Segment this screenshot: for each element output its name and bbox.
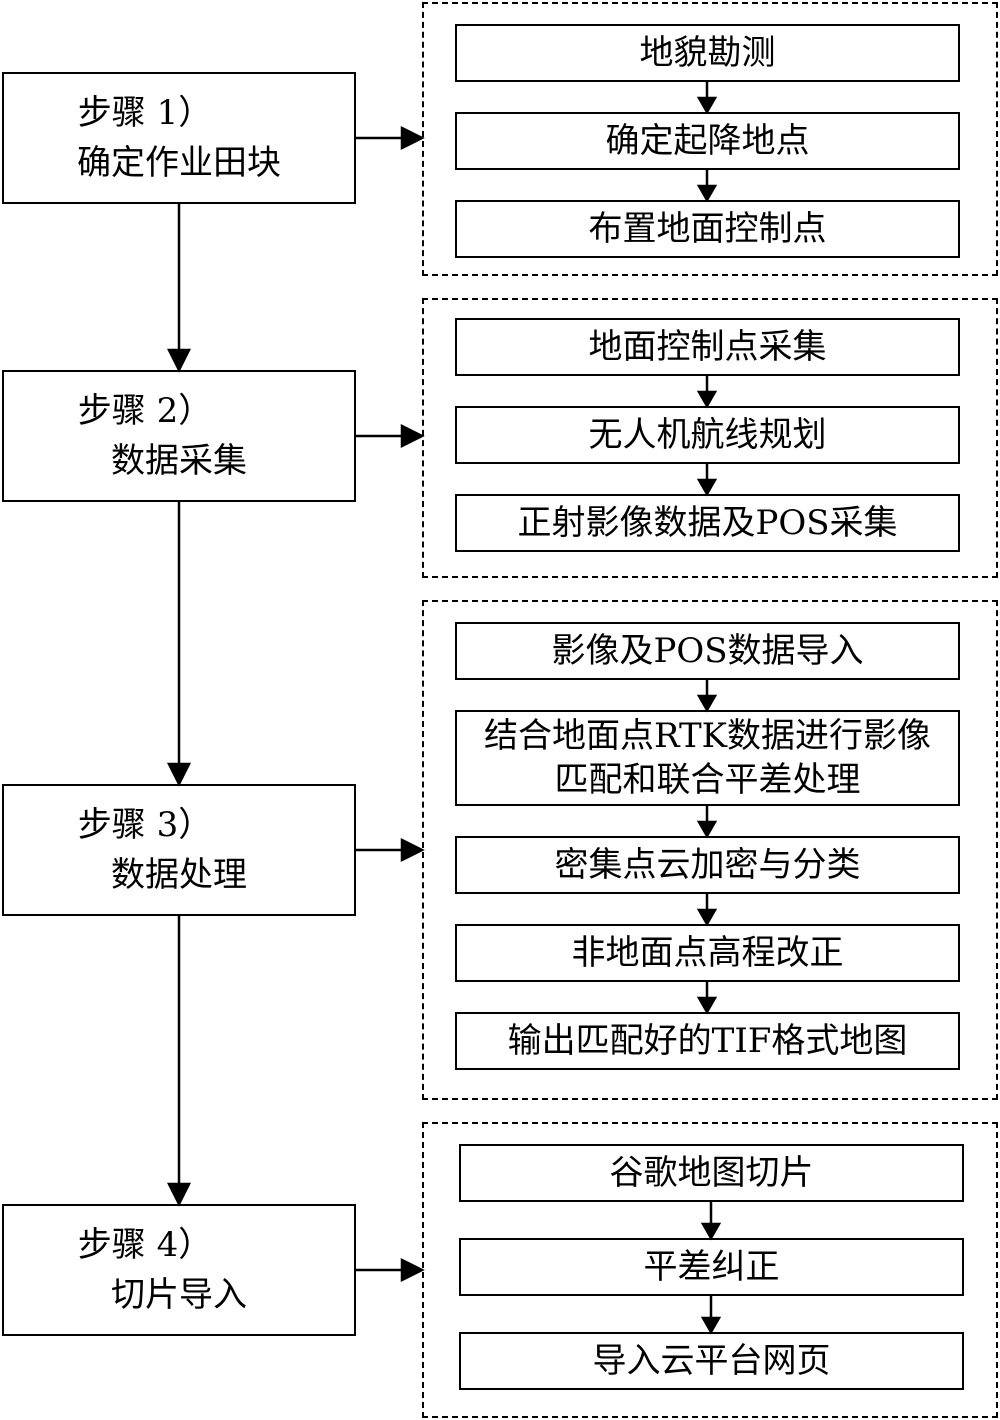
arrowhead (166, 1182, 192, 1207)
arrowhead (166, 348, 192, 373)
sub-box-text: 非地面点高程改正 (571, 933, 844, 973)
group-1-container (422, 2, 998, 276)
arrowhead (400, 1257, 425, 1283)
arrowhead (696, 96, 718, 115)
step-2-label: 步骤 2） (77, 391, 213, 431)
sub-box-text: 谷歌地图切片 (609, 1153, 814, 1193)
sub-box-text: 无人机航线规划 (588, 415, 827, 455)
group-2-container (422, 298, 998, 578)
sub-box-text: 密集点云加密与分类 (554, 845, 861, 885)
arrowhead (696, 820, 718, 839)
arrowhead (400, 423, 425, 449)
arrowhead (696, 390, 718, 409)
arrowhead (696, 996, 718, 1015)
arrowhead (166, 762, 192, 787)
arrowhead (400, 125, 425, 151)
sub-box-text: 导入云平台网页 (592, 1341, 831, 1381)
step-2-name: 数据采集 (111, 441, 247, 481)
step-4-label: 步骤 4） (77, 1225, 213, 1265)
sub-box-elevation-correction: 非地面点高程改正 (455, 924, 960, 982)
step-2-box: 步骤 2） 数据采集 (2, 370, 356, 502)
arrowhead (696, 184, 718, 203)
sub-box-tif-output: 输出匹配好的TIF格式地图 (455, 1012, 960, 1070)
step-1-label: 步骤 1） (77, 93, 213, 133)
sub-box-text: 地貌勘测 (639, 33, 776, 73)
sub-box-takeoff-site: 确定起降地点 (455, 112, 960, 170)
sub-box-cloud-import: 导入云平台网页 (459, 1332, 964, 1390)
arrowhead (700, 1316, 722, 1335)
step-4-box: 步骤 4） 切片导入 (2, 1204, 356, 1336)
sub-box-google-tiles: 谷歌地图切片 (459, 1144, 964, 1202)
sub-box-text: 输出匹配好的TIF格式地图 (507, 1021, 908, 1061)
sub-box-image-import: 影像及POS数据导入 (455, 622, 960, 680)
arrowhead (696, 694, 718, 713)
sub-box-text: 确定起降地点 (605, 121, 810, 161)
sub-box-text: 正射影像数据及POS采集 (517, 503, 898, 543)
step-3-label: 步骤 3） (77, 805, 213, 845)
step-1-name: 确定作业田块 (77, 143, 281, 183)
step-3-name: 数据处理 (111, 855, 247, 895)
sub-box-gcp-collection: 地面控制点采集 (455, 318, 960, 376)
step-4-name: 切片导入 (111, 1275, 247, 1315)
arrowhead (696, 478, 718, 497)
step-3-box: 步骤 3） 数据处理 (2, 784, 356, 916)
sub-box-landform-survey: 地貌勘测 (455, 24, 960, 82)
sub-box-ortho-pos-collection: 正射影像数据及POS采集 (455, 494, 960, 552)
step-1-box: 步骤 1） 确定作业田块 (2, 72, 356, 204)
sub-box-rtk-matching: 结合地面点RTK数据进行影像匹配和联合平差处理 (455, 710, 960, 806)
sub-box-text: 地面控制点采集 (588, 327, 827, 367)
arrowhead (400, 837, 425, 863)
sub-box-text: 结合地面点RTK数据进行影像匹配和联合平差处理 (483, 716, 932, 800)
arrowhead (700, 1222, 722, 1241)
sub-box-point-cloud: 密集点云加密与分类 (455, 836, 960, 894)
arrowhead (696, 908, 718, 927)
sub-box-text: 影像及POS数据导入 (551, 631, 864, 671)
sub-box-place-gcp: 布置地面控制点 (455, 200, 960, 258)
sub-box-text: 布置地面控制点 (588, 209, 827, 249)
sub-box-text: 平差纠正 (643, 1247, 780, 1287)
